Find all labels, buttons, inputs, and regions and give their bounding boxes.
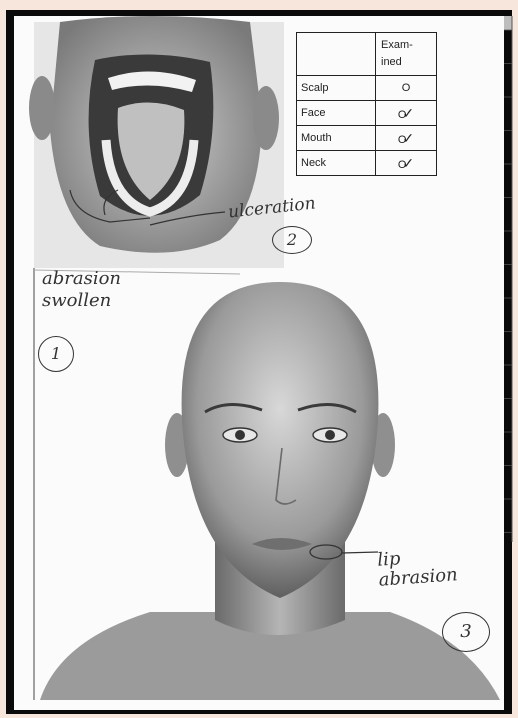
annotation-number-1: 1 <box>38 336 74 372</box>
annotation-number-2: 2 <box>272 226 312 254</box>
table-row: Mouth O✓ <box>297 126 437 151</box>
row-mark-scalp: O <box>376 76 437 101</box>
table-row: Neck O✓ <box>297 151 437 176</box>
row-label-face: Face <box>297 101 376 126</box>
checkmark-icon: ✓ <box>402 130 414 146</box>
annotation-abrasion-swollen: abrasion swollen <box>42 268 121 312</box>
exam-table: Exam- ined Scalp O Face O✓ Mouth O✓ Neck… <box>296 32 437 176</box>
checkmark-icon: ✓ <box>402 155 414 171</box>
table-corner-cell <box>297 33 376 76</box>
table-row: Scalp O <box>297 76 437 101</box>
annotation-number-3: 3 <box>442 612 490 652</box>
annotation-lip-abrasion: lip abrasion <box>377 545 459 590</box>
row-mark-face: O✓ <box>376 101 437 126</box>
checkmark-icon: ✓ <box>402 105 414 121</box>
table-row: Face O✓ <box>297 101 437 126</box>
row-label-neck: Neck <box>297 151 376 176</box>
examined-header: Exam- ined <box>376 33 437 76</box>
row-mark-neck: O✓ <box>376 151 437 176</box>
row-mark-mouth: O✓ <box>376 126 437 151</box>
row-label-scalp: Scalp <box>297 76 376 101</box>
mouth-diagram <box>29 16 284 268</box>
row-label-mouth: Mouth <box>297 126 376 151</box>
